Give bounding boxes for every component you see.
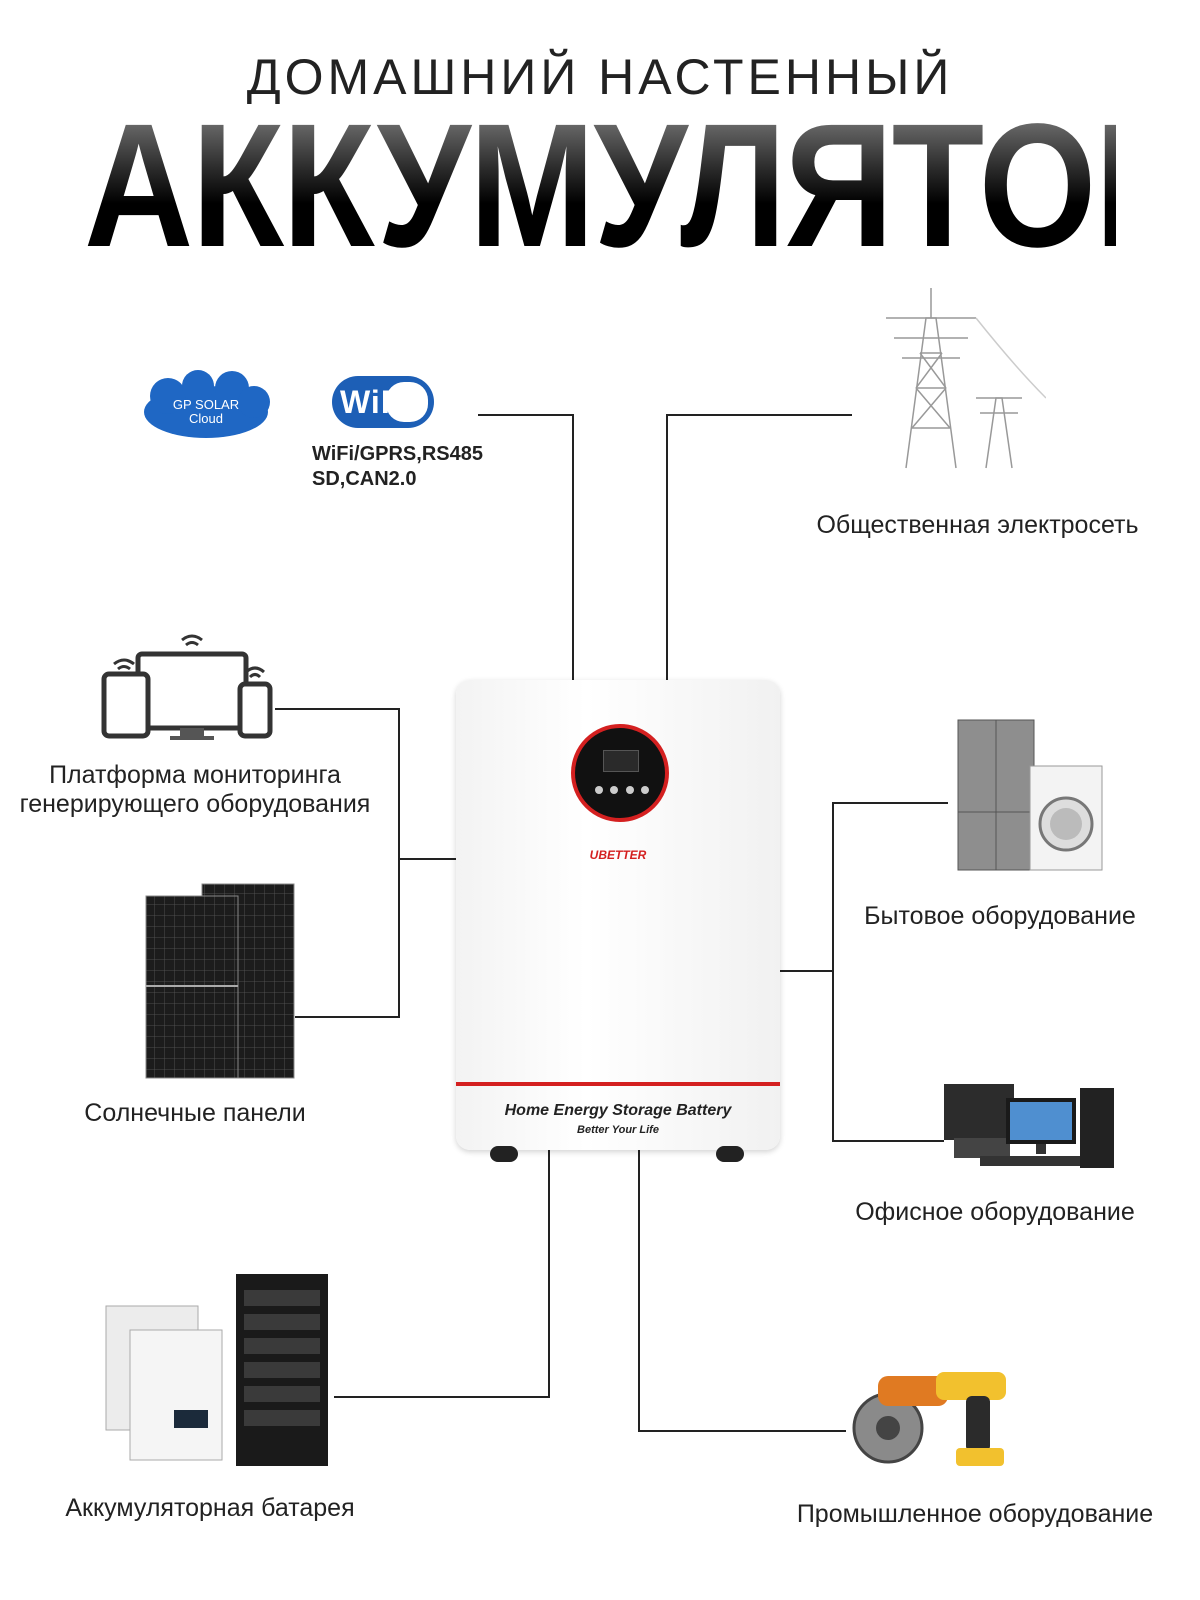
- office-equipment-icon: [940, 1074, 1120, 1174]
- monitoring-label-line2: генерирующего оборудования: [19, 790, 371, 818]
- connector-solar-h: [295, 1016, 399, 1018]
- connector-wifi-v: [572, 414, 574, 682]
- connector-battery-h: [334, 1396, 550, 1398]
- battery-bank-label: Аккумуляторная батарея: [65, 1494, 355, 1522]
- monitoring-icon: [100, 630, 280, 748]
- page-title: АККУМУЛЯТОР: [84, 88, 1196, 284]
- connector-industrial-v: [638, 1150, 640, 1432]
- protocols-line2: SD,CAN2.0: [312, 468, 417, 490]
- wheel-right: [716, 1146, 744, 1162]
- control-buttons: [595, 786, 649, 796]
- connector-industrial-h: [638, 1430, 846, 1432]
- power-tower-icon: [846, 278, 1047, 478]
- connector-grid-h: [666, 414, 852, 416]
- lcd-screen: [603, 750, 639, 772]
- connector-office-h: [832, 1140, 944, 1142]
- cloud-logo: GP SOLAR Cloud: [136, 368, 276, 448]
- red-stripe: [456, 1082, 780, 1086]
- household-appliance-icon: [956, 716, 1106, 876]
- battery-unit: UBETTER Home Energy Storage Battery Bett…: [456, 680, 780, 1150]
- product-name: Home Energy Storage Battery: [504, 1102, 732, 1119]
- cloud-label-line1: GP SOLAR: [172, 397, 240, 412]
- cloud-label-line2: Cloud: [189, 411, 223, 426]
- solar-panel-icon: [144, 882, 296, 1080]
- connector-left-v: [398, 708, 400, 1018]
- connector-right-mid: [780, 970, 833, 972]
- connector-monitor-h: [275, 708, 399, 710]
- connector-right-v: [832, 802, 834, 1142]
- wheel-left: [490, 1146, 518, 1162]
- display-panel: [571, 724, 669, 822]
- brand-logo: UBETTER: [589, 848, 647, 862]
- office-label: Офисное оборудование: [855, 1198, 1135, 1226]
- wifi-logo: WiFi: [330, 366, 436, 432]
- battery-bank-icon: [104, 1270, 334, 1470]
- connector-grid-v: [666, 414, 668, 682]
- industrial-tools-icon: [848, 1352, 1018, 1472]
- grid-label: Общественная электросеть: [816, 511, 1139, 539]
- connector-wifi-h: [478, 414, 574, 416]
- product-slogan: Better Your Life: [577, 1124, 659, 1136]
- solar-label: Солнечные панели: [84, 1099, 306, 1127]
- household-label: Бытовое оборудование: [864, 902, 1136, 930]
- page-subtitle: ДОМАШНИЙ НАСТЕННЫЙ: [246, 49, 954, 105]
- protocols-line1: WiFi/GPRS,RS485: [312, 443, 483, 465]
- industrial-label: Промышленное оборудование: [796, 1500, 1154, 1528]
- monitoring-label-line1: Платформа мониторинга: [49, 761, 341, 789]
- connector-battery-v: [548, 1150, 550, 1398]
- connector-left-mid: [398, 858, 458, 860]
- connector-household-h: [832, 802, 948, 804]
- wifi-badge-text: WiFi: [340, 384, 412, 420]
